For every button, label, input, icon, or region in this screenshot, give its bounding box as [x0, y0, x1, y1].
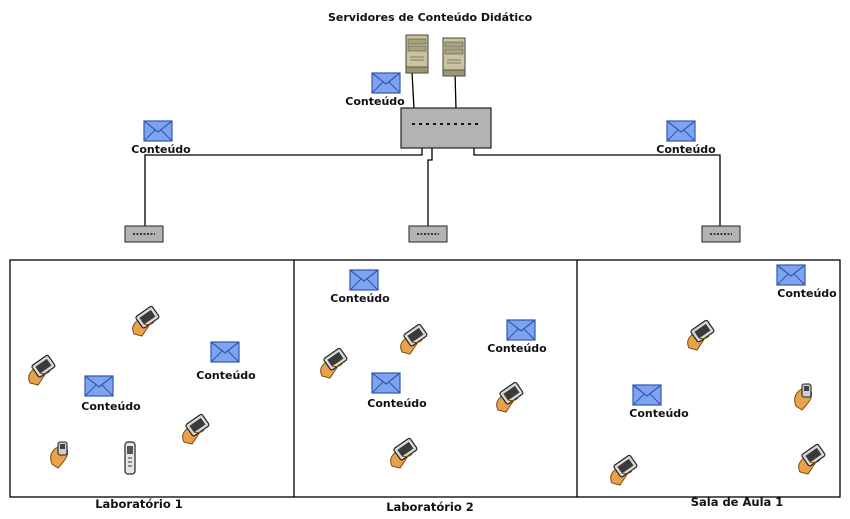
content-envelope-icon: [506, 319, 536, 341]
server-left-icon: [405, 34, 429, 74]
content-label: Conteúdo: [345, 95, 405, 108]
content-envelope-icon: [371, 372, 401, 394]
content-envelope-icon: [666, 120, 696, 142]
content-label: Conteúdo: [81, 400, 141, 413]
handheld-pda-icon: [610, 454, 639, 486]
cellphone-icon: [124, 441, 136, 475]
content-label: Conteúdo: [330, 292, 390, 305]
content-envelope-icon: [776, 264, 806, 286]
handheld-phone-icon: [50, 441, 69, 469]
handheld-pda-icon: [28, 354, 57, 386]
handheld-pda-icon: [798, 443, 827, 475]
diagram-title: Servidores de Conteúdo Didático: [328, 11, 533, 24]
central-switch: [400, 107, 492, 149]
server-right-icon: [442, 37, 466, 77]
handheld-pda-icon: [132, 305, 161, 337]
room-title-lab1: Laboratório 1: [95, 497, 183, 511]
content-label: Conteúdo: [629, 407, 689, 420]
handheld-pda-icon: [390, 437, 419, 469]
handheld-pda-icon: [182, 413, 211, 445]
handheld-pda-icon: [400, 323, 429, 355]
backbone-cables: [144, 71, 721, 226]
content-envelope-icon: [84, 375, 114, 397]
content-label: Conteúdo: [777, 287, 837, 300]
room-switch-lab1: [124, 225, 164, 243]
content-label: Conteúdo: [196, 369, 256, 382]
content-label: Conteúdo: [131, 143, 191, 156]
room-switch-lab2: [408, 225, 448, 243]
handheld-pda-icon: [496, 381, 525, 413]
content-label: Conteúdo: [487, 342, 547, 355]
handheld-phone-icon: [794, 383, 813, 411]
handheld-pda-icon: [320, 347, 349, 379]
room-switch-sala1: [701, 225, 741, 243]
content-envelope-icon: [210, 341, 240, 363]
room-title-sala1: Sala de Aula 1: [690, 495, 784, 509]
room-borders: [9, 259, 841, 498]
content-envelope-icon: [371, 72, 401, 94]
handheld-pda-icon: [687, 319, 716, 351]
content-envelope-icon: [143, 120, 173, 142]
content-label: Conteúdo: [656, 143, 716, 156]
content-label: Conteúdo: [367, 397, 427, 410]
content-envelope-icon: [349, 269, 379, 291]
content-envelope-icon: [632, 384, 662, 406]
room-title-lab2: Laboratório 2: [386, 500, 474, 514]
